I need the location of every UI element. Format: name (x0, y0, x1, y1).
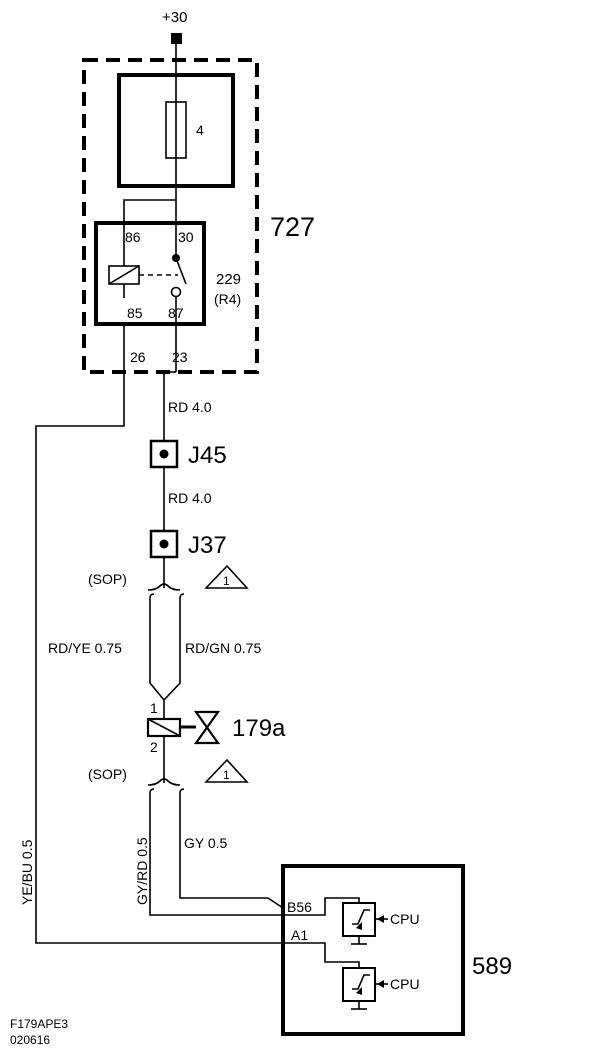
driver-1-arrow-icon (356, 922, 362, 930)
wire-left-top-label: RD/YE 0.75 (48, 640, 122, 656)
relay-229 (94, 221, 206, 326)
warning-1-label: 1 (223, 574, 230, 588)
sop-label-1: (SOP) (88, 571, 127, 587)
sop-hook-1r (179, 593, 185, 599)
sop-hook-2r (179, 788, 185, 794)
valve-symbol-icon (193, 710, 221, 745)
wire-label-2: RD 4.0 (168, 490, 212, 506)
supply-label: +30 (162, 9, 187, 26)
wire-right-top-label: RD/GN 0.75 (185, 640, 261, 656)
ecu-internal-b56 (283, 897, 360, 916)
relay-label: 229 (216, 271, 241, 288)
relay-coil-diagonal (108, 265, 140, 285)
valve-coil-diagonal (147, 718, 181, 737)
wire-bottom-right-label: GY 0.5 (184, 835, 228, 851)
warning-triangle-2-icon (204, 758, 249, 783)
sop-hook-1l (149, 593, 155, 599)
wire-far-left-label: YE/BU 0.5 (19, 839, 35, 905)
ecu-589 (281, 864, 465, 1036)
connector-j37-dot (159, 539, 169, 549)
relay-box-727 (82, 58, 259, 374)
cpu-1-label: CPU (390, 911, 420, 927)
relay-pin-86: 86 (125, 229, 141, 245)
driver-1-symbol (352, 909, 370, 925)
valve-pin-2: 2 (150, 739, 158, 755)
fuse-label: 4 (196, 122, 204, 138)
ecu-pin-b56: B56 (287, 899, 312, 915)
warning-2-label: 1 (223, 768, 230, 782)
sop-splice-1 (147, 583, 181, 591)
cpu-driver-2-icon (342, 967, 376, 1002)
wire-gy (179, 793, 284, 909)
wire-rd-gn (163, 598, 181, 701)
connector-j45-label: J45 (188, 442, 227, 469)
relay-box-label: 727 (270, 212, 315, 242)
ecu-pin-a1: A1 (291, 927, 308, 943)
relay-pin-30: 30 (178, 229, 194, 245)
relay-switch-arm (175, 257, 187, 285)
wire-rd-ye (149, 598, 165, 701)
wire-gy-rd (149, 793, 283, 916)
sop-hook-2l (149, 788, 155, 794)
box-pin-26: 26 (130, 349, 146, 365)
footer-code: F179APE3 (10, 1017, 68, 1031)
driver-2-arrow-icon (356, 987, 362, 995)
wire-bottom-left-label: GY/RD 0.5 (134, 837, 150, 905)
valve-pin-1: 1 (150, 700, 158, 716)
relay-contact-87 (170, 286, 182, 298)
cpu-2-arrow-icon (377, 980, 384, 988)
wire-label-1: RD 4.0 (168, 399, 212, 415)
ecu-internal-a1 (283, 942, 360, 968)
cpu-1-arrow-icon (377, 915, 384, 923)
box-pin-23: 23 (172, 349, 188, 365)
relay-sub-label: (R4) (214, 291, 241, 307)
wire-ye-bu (35, 324, 283, 944)
driver-2-symbol (352, 974, 370, 990)
relay-pin-85: 85 (127, 305, 143, 321)
sop-label-2: (SOP) (88, 766, 127, 782)
connector-j45-dot (159, 449, 169, 459)
fuse-housing (117, 73, 235, 188)
sop-splice-2 (147, 778, 181, 786)
valve-label: 179a (232, 715, 286, 742)
ecu-label: 589 (472, 953, 512, 980)
connector-j37-label: J37 (188, 532, 227, 559)
footer-date: 020616 (10, 1033, 50, 1047)
cpu-driver-1-icon (342, 902, 376, 937)
cpu-2-label: CPU (390, 976, 420, 992)
relay-86-feed (123, 199, 176, 258)
warning-triangle-1-icon (204, 564, 249, 589)
supply-terminal (171, 33, 182, 44)
